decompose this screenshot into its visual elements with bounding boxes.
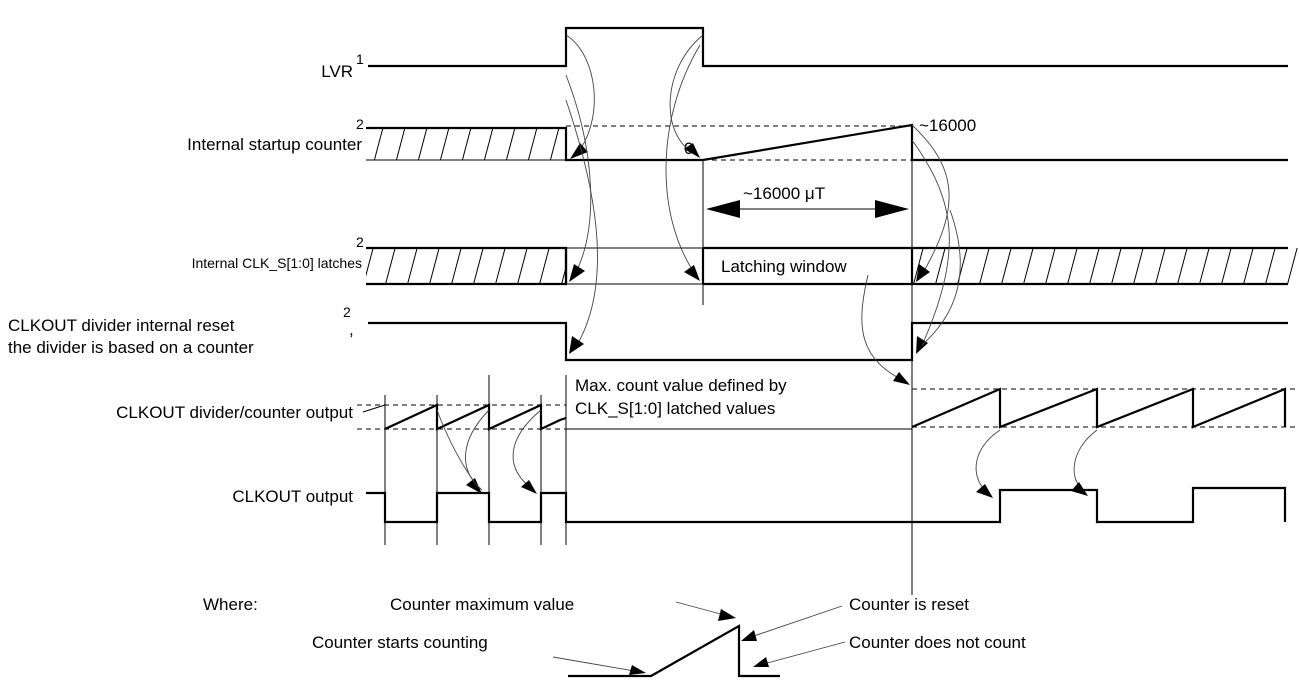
hatch-line xyxy=(1109,128,1156,284)
hatch-line xyxy=(427,128,474,284)
hatch-line xyxy=(911,128,958,284)
hatch-line xyxy=(1043,128,1090,284)
hatch-line xyxy=(405,128,452,284)
hatch-line xyxy=(1153,128,1200,284)
hatch-line xyxy=(1065,128,1112,284)
divider-counter-output-label: CLKOUT divider/counter output xyxy=(116,403,353,422)
lvr-waveform xyxy=(368,26,1288,68)
legend-counter-reset-label: Counter is reset xyxy=(849,595,969,614)
hatch-line xyxy=(1087,128,1134,284)
hatch-line xyxy=(383,128,430,284)
hatch-line xyxy=(1219,128,1266,284)
legend-counter-stop-label: Counter does not count xyxy=(849,633,1026,652)
divider-reset-label-line2: the divider is based on a counter xyxy=(8,338,254,357)
max-count-label-line2: CLK_S[1:0] latched values xyxy=(575,399,775,418)
startup-counter-footnote: 2 xyxy=(356,116,364,132)
legend-counter-start-label: Counter starts counting xyxy=(312,633,488,652)
clkout-output-waveform xyxy=(366,486,1287,524)
hatch-line xyxy=(999,128,1046,284)
divider-counter-waveform xyxy=(357,387,1295,431)
counter-max-label: ~16000 xyxy=(919,116,976,135)
legend-where-label: Where: xyxy=(203,595,258,614)
legend: Where: Counter maximum value Counter is … xyxy=(203,595,1026,678)
hatch-line xyxy=(366,128,386,284)
hatch-line xyxy=(1021,128,1068,284)
hatch-line xyxy=(449,128,496,284)
hatch-line xyxy=(625,128,672,284)
divider-reset-footnote: 2 xyxy=(343,304,351,320)
divider-reset-comma: , xyxy=(349,320,354,339)
startup-counter-waveform xyxy=(366,123,1288,162)
divider-reset-label: CLKOUT divider internal reset xyxy=(8,316,235,335)
latching-window-label: Latching window xyxy=(721,257,847,276)
hatch-line xyxy=(955,128,1002,284)
hatch-line xyxy=(515,128,562,284)
hatch-line xyxy=(1263,128,1298,284)
clk-s-latches-waveform xyxy=(366,246,1288,286)
legend-counter-max-label: Counter maximum value xyxy=(390,595,574,614)
hatch-line xyxy=(1197,128,1244,284)
startup-counter-label: Internal startup counter xyxy=(187,135,362,154)
signal-labels: LVR 1 Internal startup counter 2 Interna… xyxy=(8,51,364,506)
legend-counter-shape xyxy=(568,624,780,678)
hatch-line xyxy=(537,128,584,284)
clkout-output-label: CLKOUT output xyxy=(232,487,353,506)
clock-edge-guides xyxy=(384,375,567,545)
clk-s-latches-footnote: 2 xyxy=(356,234,364,250)
hatch-line xyxy=(1241,128,1288,284)
hatch-line xyxy=(1131,128,1178,284)
hatch-line xyxy=(977,128,1024,284)
hatch-line xyxy=(366,128,408,284)
clk-s-latches-label: Internal CLK_S[1:0] latches xyxy=(192,255,362,271)
hatch-line xyxy=(581,128,628,284)
divider-reset-waveform xyxy=(368,321,1288,362)
hatch-line xyxy=(1175,128,1222,284)
hatch-line xyxy=(471,128,518,284)
max-count-label: Max. count value defined by xyxy=(575,376,787,395)
hatch-line xyxy=(603,128,650,284)
duration-label: ~16000 μT xyxy=(743,184,825,203)
lvr-footnote: 1 xyxy=(356,51,364,67)
lvr-label: LVR xyxy=(321,62,353,81)
hatch-line xyxy=(493,128,540,284)
hatch-line xyxy=(1285,128,1298,284)
causality-arrows xyxy=(436,34,1098,498)
hatch-line xyxy=(933,128,980,284)
